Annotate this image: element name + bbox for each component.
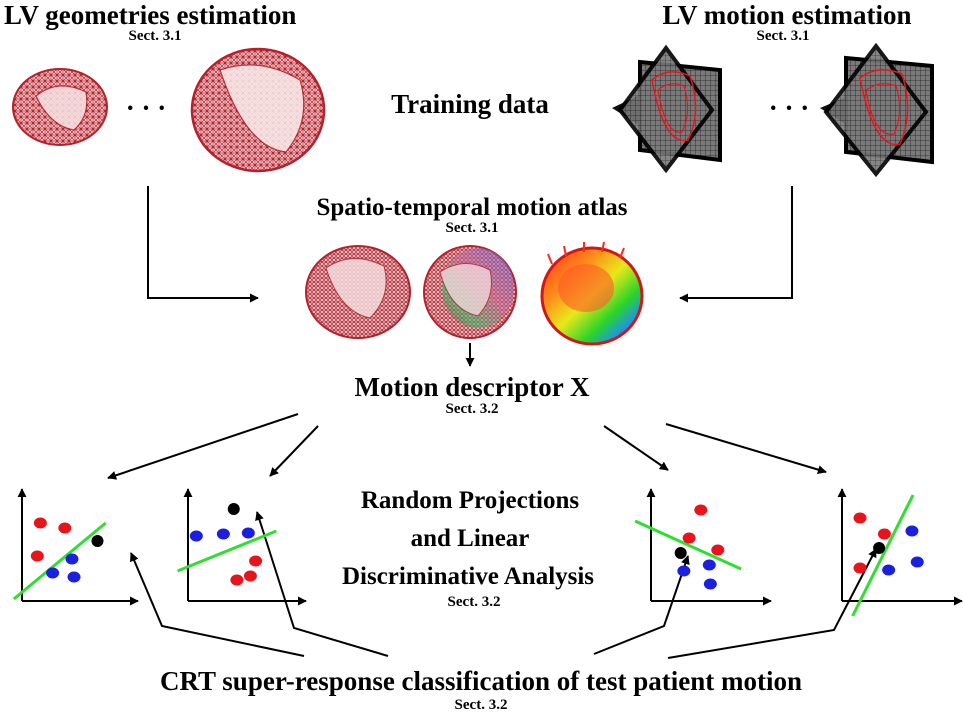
plot-2	[177, 488, 307, 606]
plot-3-class-b-point	[702, 559, 716, 571]
plot-1-class-b-point	[67, 571, 81, 583]
arrow-classification-to-test-4	[667, 548, 877, 659]
plot-2-class-b-point	[241, 527, 255, 539]
plot-1-class-a-point	[58, 522, 72, 534]
arrow-descriptor-to-plot-4	[665, 423, 827, 474]
plot-2-class-b-point	[216, 528, 230, 540]
lv-mesh-large	[190, 47, 326, 173]
plot-1-class-a-point	[33, 517, 47, 529]
plot-4-class-a-point	[877, 528, 891, 540]
plot-3-test-patient-point	[674, 547, 687, 559]
plot-4	[837, 488, 963, 617]
atlas-mesh-vectors	[423, 245, 517, 339]
plot-3-class-a-point	[711, 544, 725, 556]
plot-4-class-a-point	[853, 512, 867, 524]
plot-2-separator-line	[177, 529, 277, 573]
lv-geometries-ellipsis: · · ·	[126, 93, 167, 123]
plot-3-separator-line	[634, 519, 742, 571]
plot-2-class-a-point	[249, 555, 263, 567]
plot-1	[12, 488, 139, 606]
lv-mesh-small	[12, 68, 108, 146]
training-data-label: Training data	[391, 89, 549, 119]
projections-line-2: and Linear	[411, 525, 530, 552]
arrow-descriptor-to-plot-2	[269, 425, 319, 477]
plot-3-class-a-point	[682, 532, 696, 544]
plot-4-test-patient-point	[873, 542, 886, 554]
lv-motion-title: LV motion estimation	[662, 0, 911, 30]
arrow-motion-to-atlas	[679, 186, 793, 303]
plot-2-class-a-point	[230, 574, 244, 586]
plot-4-class-b-point	[910, 556, 924, 568]
lv-geometries-title: LV geometries estimation	[4, 0, 296, 30]
plot-2-test-patient-point	[227, 503, 240, 515]
lv-geometries-sect: Sect. 3.1	[129, 28, 182, 44]
motion-volume-1	[612, 44, 722, 174]
arrow-descriptor-to-plot-3	[603, 425, 669, 471]
arrow-classification-to-test-1	[130, 552, 305, 657]
descriptor-sect: Sect. 3.2	[446, 401, 499, 417]
atlas-sect: Sect. 3.1	[446, 220, 499, 236]
classification-sect: Sect. 3.2	[455, 697, 508, 713]
plot-4-separator-line	[851, 494, 915, 617]
plot-4-class-b-point	[905, 525, 919, 537]
plot-1-separator-line	[12, 521, 107, 601]
atlas-mesh-rainbow	[540, 241, 644, 346]
plot-3-class-b-point	[703, 578, 717, 590]
lv-motion-sect: Sect. 3.1	[757, 28, 810, 44]
arrow-geometries-to-atlas	[147, 186, 259, 303]
plot-3-class-a-point	[694, 504, 708, 516]
projections-sect: Sect. 3.2	[448, 594, 501, 610]
plot-4-class-a-point	[853, 562, 867, 574]
projections-line-1: Random Projections	[361, 487, 580, 514]
plot-1-class-b-point	[46, 567, 60, 579]
arrow-classification-to-test-3	[593, 555, 690, 655]
flow-arrows	[107, 186, 877, 659]
motion-volume-2	[820, 42, 934, 178]
plot-4-class-b-point	[882, 564, 896, 576]
plot-1-class-a-point	[30, 550, 44, 562]
plot-1-test-patient-point	[91, 535, 104, 547]
classification-title: CRT super-response classification of tes…	[160, 666, 802, 696]
lv-motion-ellipsis: · · ·	[769, 93, 810, 123]
atlas-title: Spatio-temporal motion atlas	[316, 194, 627, 221]
plot-3-class-b-point	[677, 565, 691, 577]
plot-2-class-a-point	[243, 570, 257, 582]
projections-line-3: Discriminative Analysis	[342, 563, 594, 590]
plot-1-class-b-point	[65, 553, 79, 565]
plot-3	[634, 488, 772, 606]
plot-2-class-b-point	[189, 530, 203, 542]
descriptor-title: Motion descriptor X	[355, 372, 590, 402]
atlas-mesh-plain	[305, 245, 411, 339]
scatter-plots	[12, 488, 963, 617]
arrow-classification-to-test-2	[255, 511, 389, 657]
arrow-descriptor-to-plot-1	[107, 413, 299, 480]
